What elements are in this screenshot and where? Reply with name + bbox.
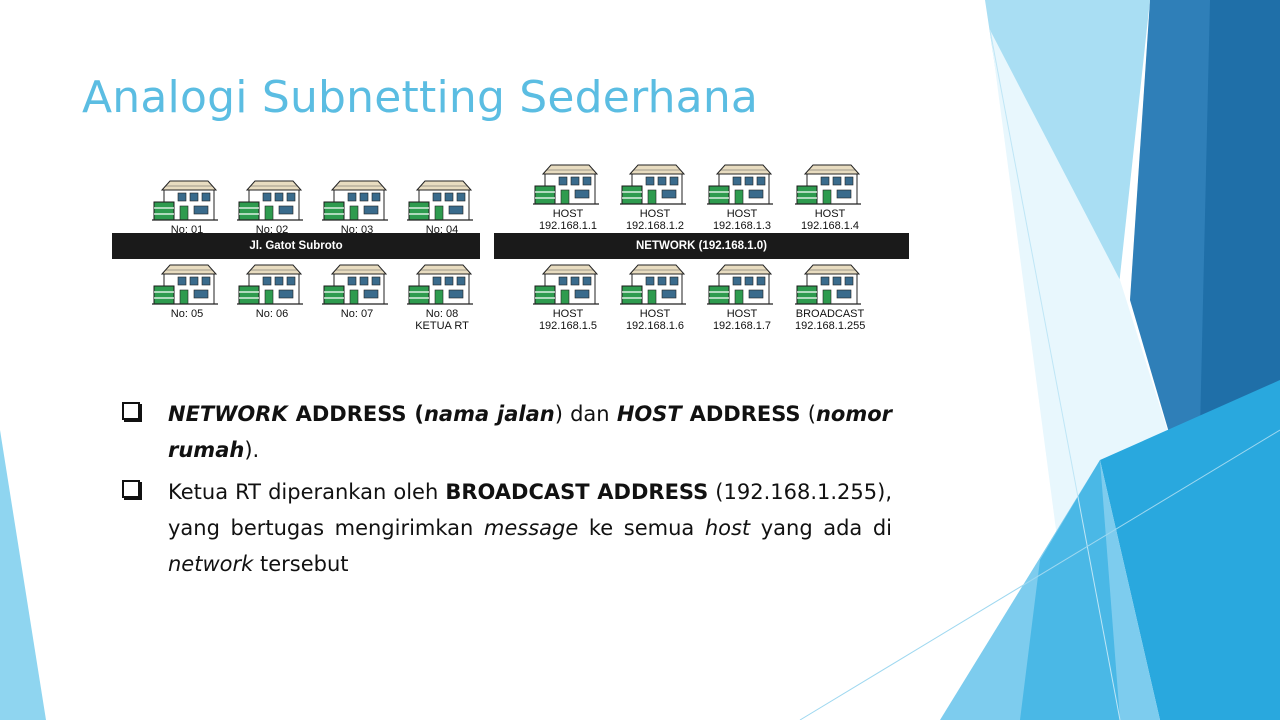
text-network-italic: network (168, 552, 254, 576)
text-ke-semua: ke semua (578, 516, 705, 540)
house-left-top-2: No: 02 (237, 178, 307, 236)
text-ip-desc: (192.168.1.255), yang bertugas mengirimk… (168, 480, 892, 540)
house-label: HOST (726, 308, 758, 320)
house-label: 192.168.1.1 (538, 220, 598, 232)
house-icon (237, 178, 307, 224)
house-label: 192.168.1.255 (795, 320, 866, 332)
text-nomor-rumah: nomor rumah (168, 402, 892, 462)
house-icon (795, 262, 865, 308)
bullet-text-2: Ketua RT diperankan oleh BROADCAST ADDRE… (168, 474, 892, 582)
house-icon (533, 162, 603, 208)
house-label: 192.168.1.3 (712, 220, 772, 232)
house-icon (407, 262, 477, 308)
house-label: No: 03 (340, 224, 374, 236)
bullet-item-1: NETWORK ADDRESS (nama jalan) dan HOST AD… (122, 396, 892, 468)
bullet-text-1: NETWORK ADDRESS (nama jalan) dan HOST AD… (168, 396, 892, 468)
house-icon (237, 262, 307, 308)
house-icon (620, 162, 690, 208)
house-label: 192.168.1.7 (712, 320, 772, 332)
text-yang-ada-di: yang ada di (750, 516, 892, 540)
house-left-bottom-2: No: 06 (237, 262, 307, 320)
house-icon (795, 162, 865, 208)
slide-title: Analogi Subnetting Sederhana (82, 72, 759, 123)
house-icon (322, 262, 392, 308)
house-left-bottom-3: No: 07 (322, 262, 392, 320)
house-left-top-1: No: 01 (152, 178, 222, 236)
bullet-list: NETWORK ADDRESS (nama jalan) dan HOST AD… (122, 396, 892, 588)
house-label: No: 07 (340, 308, 374, 320)
house-left-top-3: No: 03 (322, 178, 392, 236)
house-label: 192.168.1.2 (625, 220, 685, 232)
house-label: No: 01 (170, 224, 204, 236)
checkbox-bullet-icon (122, 480, 140, 498)
house-label: HOST (552, 308, 584, 320)
house-left-bottom-1: No: 05 (152, 262, 222, 320)
house-label: HOST (814, 208, 846, 220)
house-icon (152, 262, 222, 308)
text-nama-jalan: nama jalan (423, 402, 555, 426)
text-message: message (483, 516, 579, 540)
house-label: HOST (726, 208, 758, 220)
house-label: HOST (639, 208, 671, 220)
house-label: No: 08 (425, 308, 459, 320)
text-host: HOST (616, 402, 682, 426)
text-close-paren: ). (244, 438, 260, 462)
house-left-top-4: No: 04 (407, 178, 477, 236)
house-label: No: 04 (425, 224, 459, 236)
house-icon (152, 178, 222, 224)
street-jl-gatot-subroto: Jl. Gatot Subroto (112, 233, 480, 259)
bullet-item-2: Ketua RT diperankan oleh BROADCAST ADDRE… (122, 474, 892, 582)
text-broadcast-address: BROADCAST ADDRESS (445, 480, 709, 504)
text-address-2: ADDRESS (681, 402, 801, 426)
house-label: No: 05 (170, 308, 204, 320)
text-address: ADDRESS ( (287, 402, 424, 426)
house-label: No: 02 (255, 224, 289, 236)
text-tersebut: tersebut (253, 552, 349, 576)
text-host-italic: host (704, 516, 751, 540)
text-ketua-rt: Ketua RT diperankan oleh (168, 480, 446, 504)
house-icon (533, 262, 603, 308)
house-label: No: 06 (255, 308, 289, 320)
house-label: 192.168.1.6 (625, 320, 685, 332)
house-icon (407, 178, 477, 224)
house-label: BROADCAST (795, 308, 865, 320)
text-dan: ) dan (554, 402, 617, 426)
house-icon (620, 262, 690, 308)
text-open-paren: ( (800, 402, 816, 426)
house-label: HOST (639, 308, 671, 320)
checkbox-bullet-icon (122, 402, 140, 420)
house-label: KETUA RT (415, 320, 469, 332)
house-label: 192.168.1.5 (538, 320, 598, 332)
house-icon (707, 262, 777, 308)
text-network: NETWORK (168, 402, 288, 426)
house-label: HOST (552, 208, 584, 220)
house-icon (322, 178, 392, 224)
street-network: NETWORK (192.168.1.0) (494, 233, 909, 259)
house-icon (707, 162, 777, 208)
house-label: 192.168.1.4 (800, 220, 860, 232)
